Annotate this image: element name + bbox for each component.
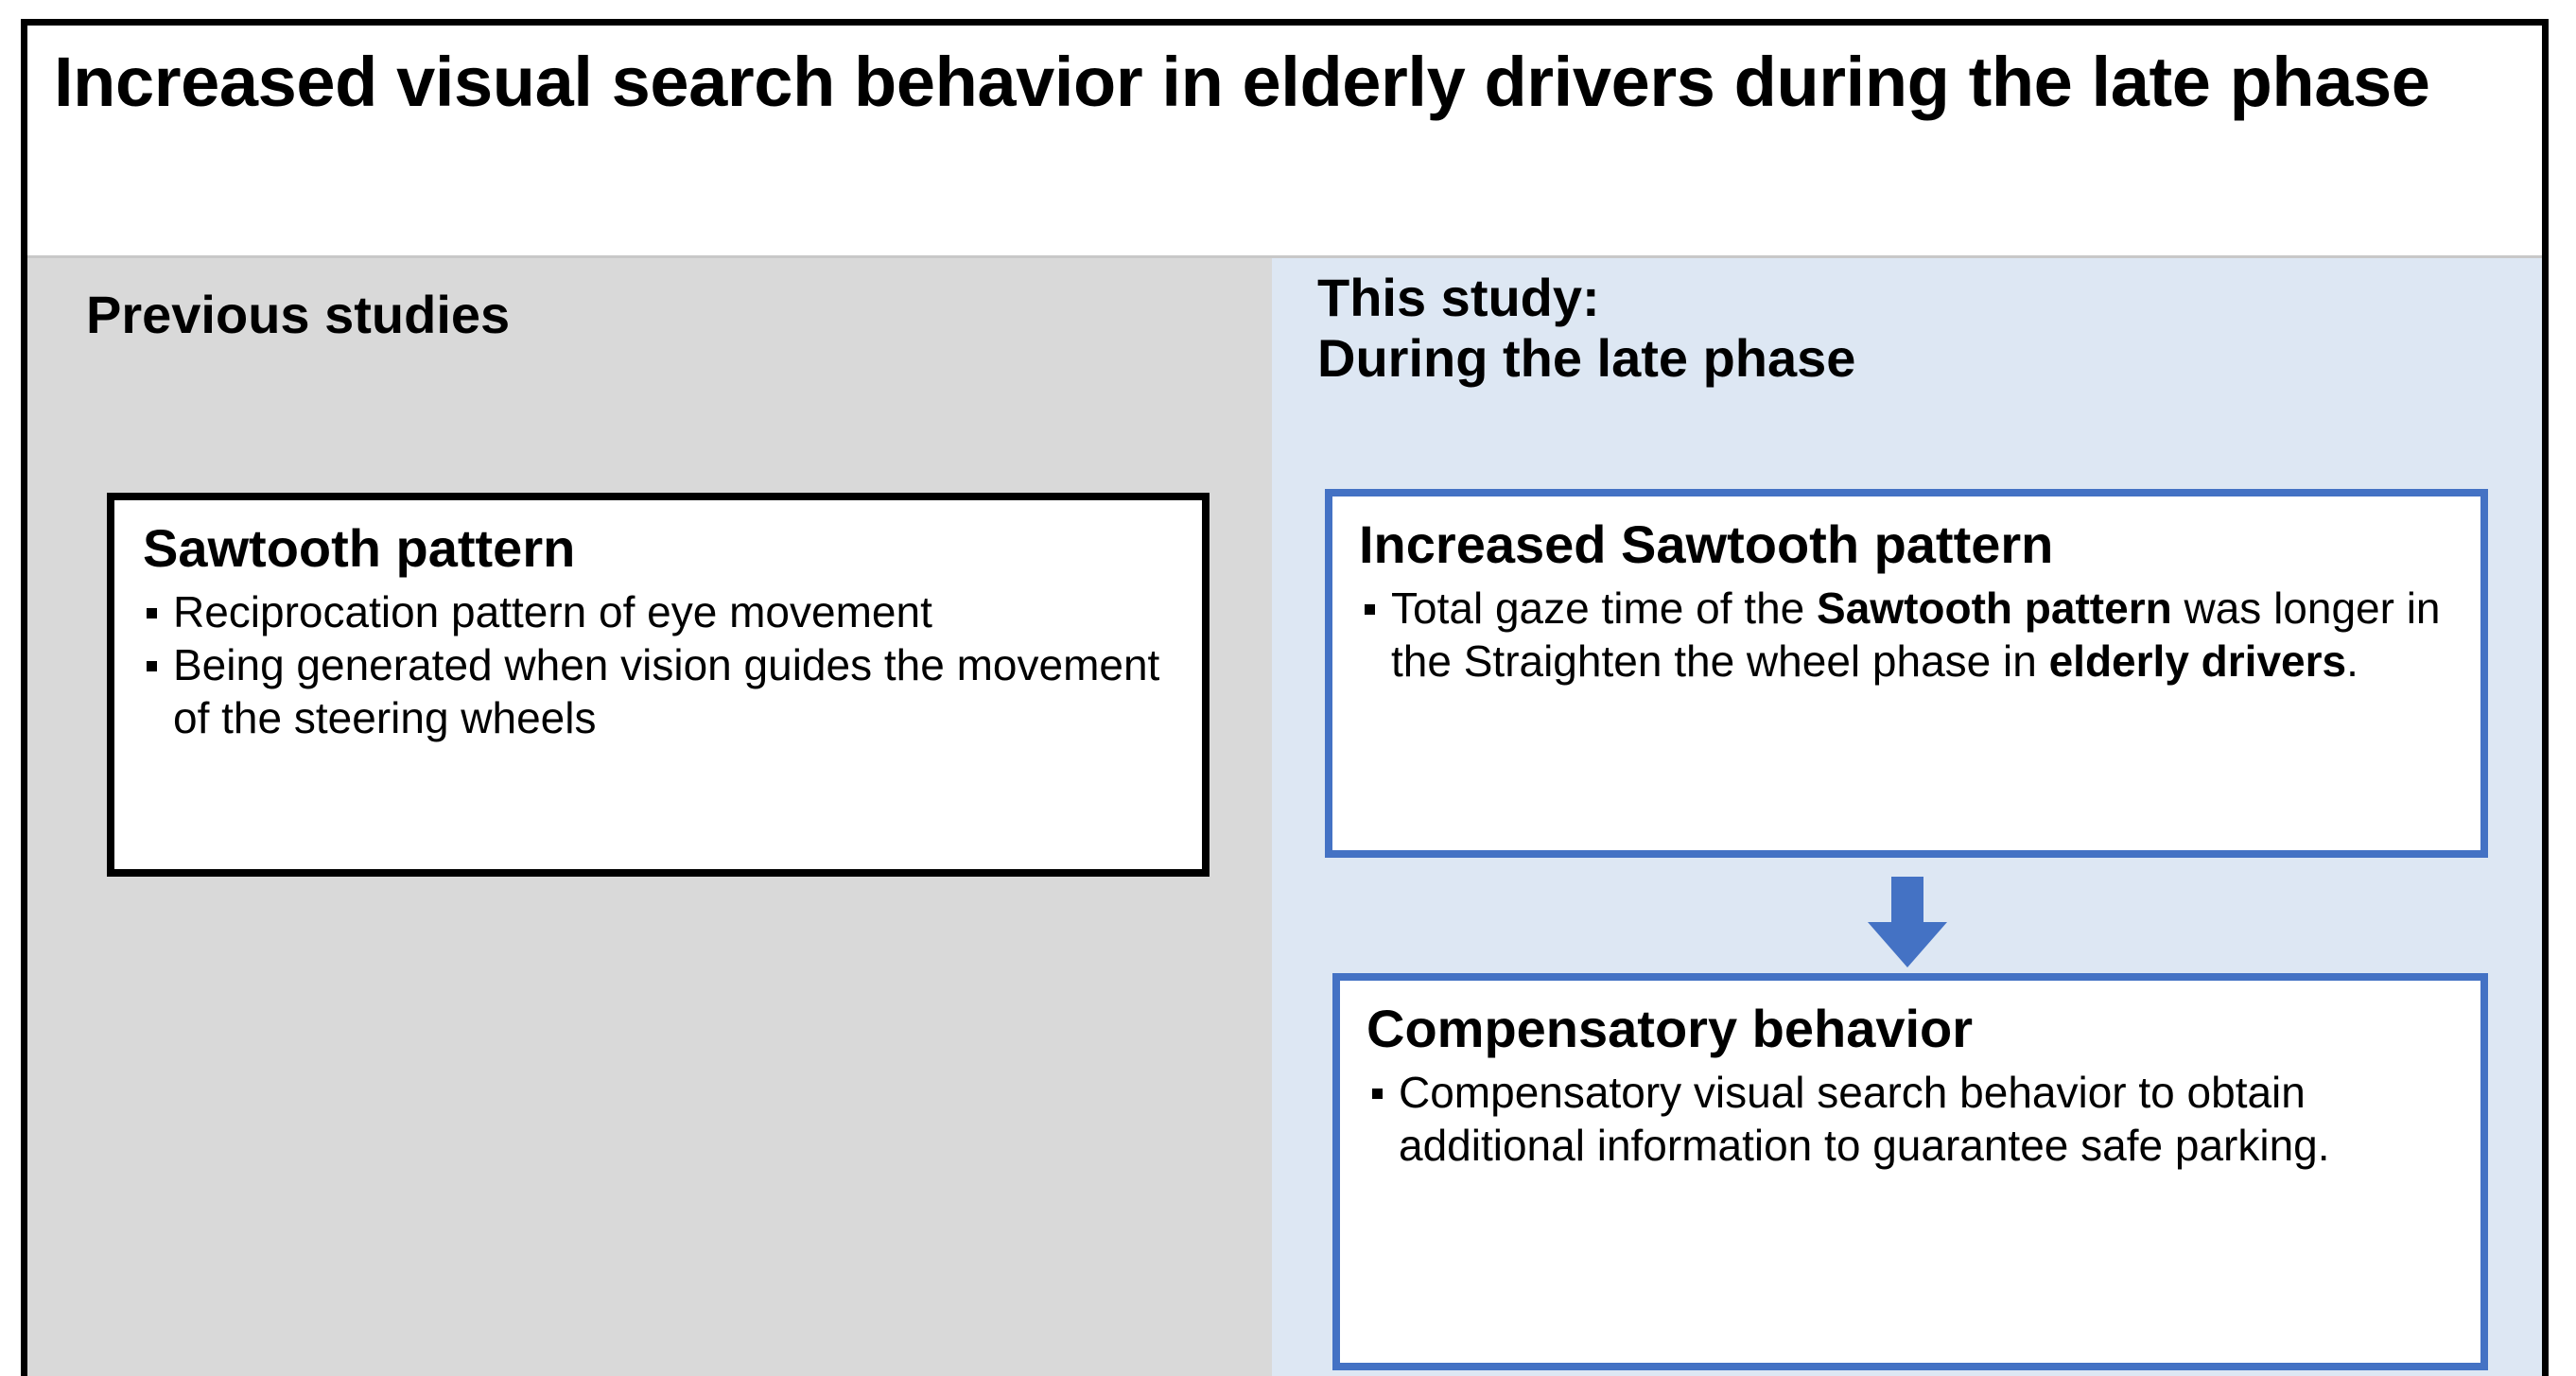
previous-studies-heading: Previous studies [86,285,511,344]
bullet-list-sawtooth: Reciprocation pattern of eye movement Be… [114,585,1202,744]
title-band: Increased visual search behavior in elde… [27,26,2542,258]
panel-previous-studies: Previous studies Sawtooth pattern Recipr… [27,258,1272,1376]
card-title-increased-sawtooth: Increased Sawtooth pattern [1359,514,2054,574]
arrow-down-icon [1862,877,1953,967]
list-item: Compensatory visual search behavior to o… [1361,1066,2456,1172]
list-item: Reciprocation pattern of eye movement [135,585,1177,638]
list-item: Being generated when vision guides the m… [135,638,1177,744]
card-increased-sawtooth-pattern: Increased Sawtooth pattern Total gaze ti… [1325,489,2488,858]
panels-row: Previous studies Sawtooth pattern Recipr… [27,258,2542,1376]
list-item: Total gaze time of the Sawtooth pattern … [1353,582,2456,688]
panel-this-study: This study: During the late phase Increa… [1272,258,2542,1376]
bullet-list-compensatory: Compensatory visual search behavior to o… [1340,1066,2480,1172]
page-title: Increased visual search behavior in elde… [54,43,2430,121]
this-study-heading: This study: During the late phase [1317,268,1856,389]
card-compensatory-behavior: Compensatory behavior Compensatory visua… [1332,973,2488,1370]
card-title-compensatory-behavior: Compensatory behavior [1366,999,1974,1058]
bullet-list-increased-sawtooth: Total gaze time of the Sawtooth pattern … [1332,582,2480,688]
figure-container: Increased visual search behavior in elde… [21,19,2549,1376]
card-sawtooth-pattern: Sawtooth pattern Reciprocation pattern o… [107,493,1210,877]
card-title-sawtooth: Sawtooth pattern [143,518,576,578]
